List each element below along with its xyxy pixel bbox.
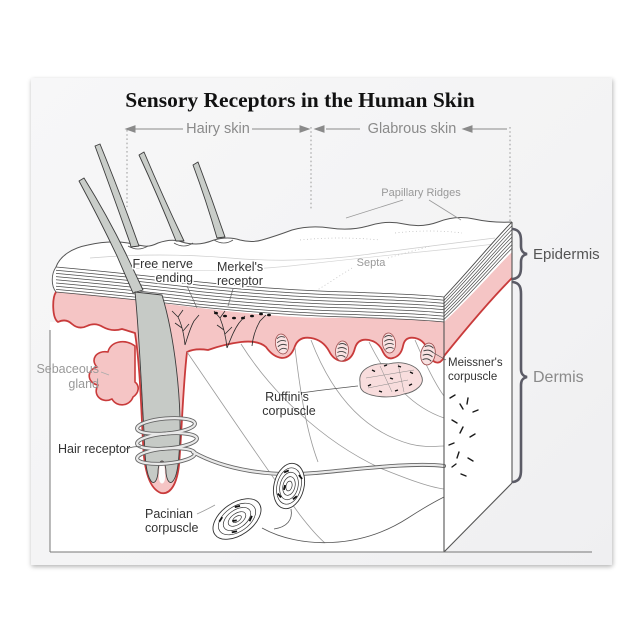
hair-in-follicle: [78, 177, 144, 294]
dermal-papilla: [159, 462, 165, 484]
pacinian-leader: [196, 504, 216, 515]
surface-labels: Papillary Ridges Septa: [345, 187, 462, 269]
ruffini-leader: [300, 385, 359, 394]
papillary-ridges-label: Papillary Ridges: [381, 187, 461, 199]
free-nerve-ending-shape: [171, 309, 267, 349]
sebaceous-gland-label-line1: Sebaceous: [36, 362, 99, 376]
hair-receptor-leader: [125, 446, 142, 450]
page-title: Sensory Receptors in the Human Skin: [125, 88, 474, 112]
hair: [138, 151, 185, 242]
meissners-corpuscle-label-line2: corpuscle: [448, 371, 497, 383]
septa-label: Septa: [357, 257, 387, 269]
hair-receptor-label: Hair receptor: [58, 442, 130, 456]
merkels-receptor-label-line2: receptor: [217, 274, 263, 288]
epidermis-brace: [511, 227, 528, 281]
meissner-leader: [431, 351, 447, 361]
hair-collar: [213, 239, 234, 244]
ruffinis-corpuscle-label-line2: corpuscle: [262, 404, 316, 418]
pacinian-corpuscle-shapes: [212, 462, 445, 544]
hair-collar: [173, 242, 194, 247]
hair: [94, 143, 140, 248]
meissners-corpuscle-label-line1: Meissner's: [448, 357, 503, 369]
free-nerve-ending-label-line1: Free nerve: [133, 257, 193, 271]
sebaceous-gland-shape: [88, 340, 139, 406]
sebaceous-gland-label-line2: gland: [68, 377, 99, 391]
epidermis-label: Epidermis: [533, 246, 600, 263]
papillary-leader: [345, 199, 404, 219]
anatomy-labels: Free nerve ending Merkel's receptor Seba…: [36, 256, 504, 536]
hair-receptor-shape: [135, 416, 446, 477]
nerve-cross-section-dashes: [448, 394, 479, 477]
ruffini-corpuscle-shape: [359, 362, 423, 398]
pacinian-corpuscle-label-line1: Pacinian: [145, 507, 193, 521]
ruffinis-corpuscle-label-line1: Ruffini's: [265, 390, 309, 404]
pacinian-corpuscle-label-line2: corpuscle: [145, 521, 199, 535]
merkel-receptor-shape: [214, 311, 271, 320]
hair: [192, 161, 226, 239]
glabrous-skin-label: Glabrous skin: [368, 121, 457, 137]
hair-collar: [127, 245, 149, 250]
skin-top-surface: [55, 217, 513, 297]
sebaceous-leader: [100, 371, 110, 376]
hairy-skin-label: Hairy skin: [186, 121, 250, 137]
free-nerve-ending-label-line2: ending: [155, 271, 193, 285]
free-nerve-leader: [186, 285, 198, 309]
epidermis-layers: [51, 221, 513, 322]
papillary-leader: [428, 199, 462, 221]
region-brackets: Hairy skin Glabrous skin: [124, 121, 511, 221]
layer-braces: [511, 227, 528, 484]
block-edges: [49, 222, 592, 553]
meissner-corpuscle-shapes: [274, 332, 436, 366]
dermis-label: Dermis: [533, 369, 584, 386]
merkel-leader: [227, 288, 234, 307]
merkels-receptor-label-line1: Merkel's: [217, 260, 263, 274]
dermis-brace: [511, 280, 528, 484]
